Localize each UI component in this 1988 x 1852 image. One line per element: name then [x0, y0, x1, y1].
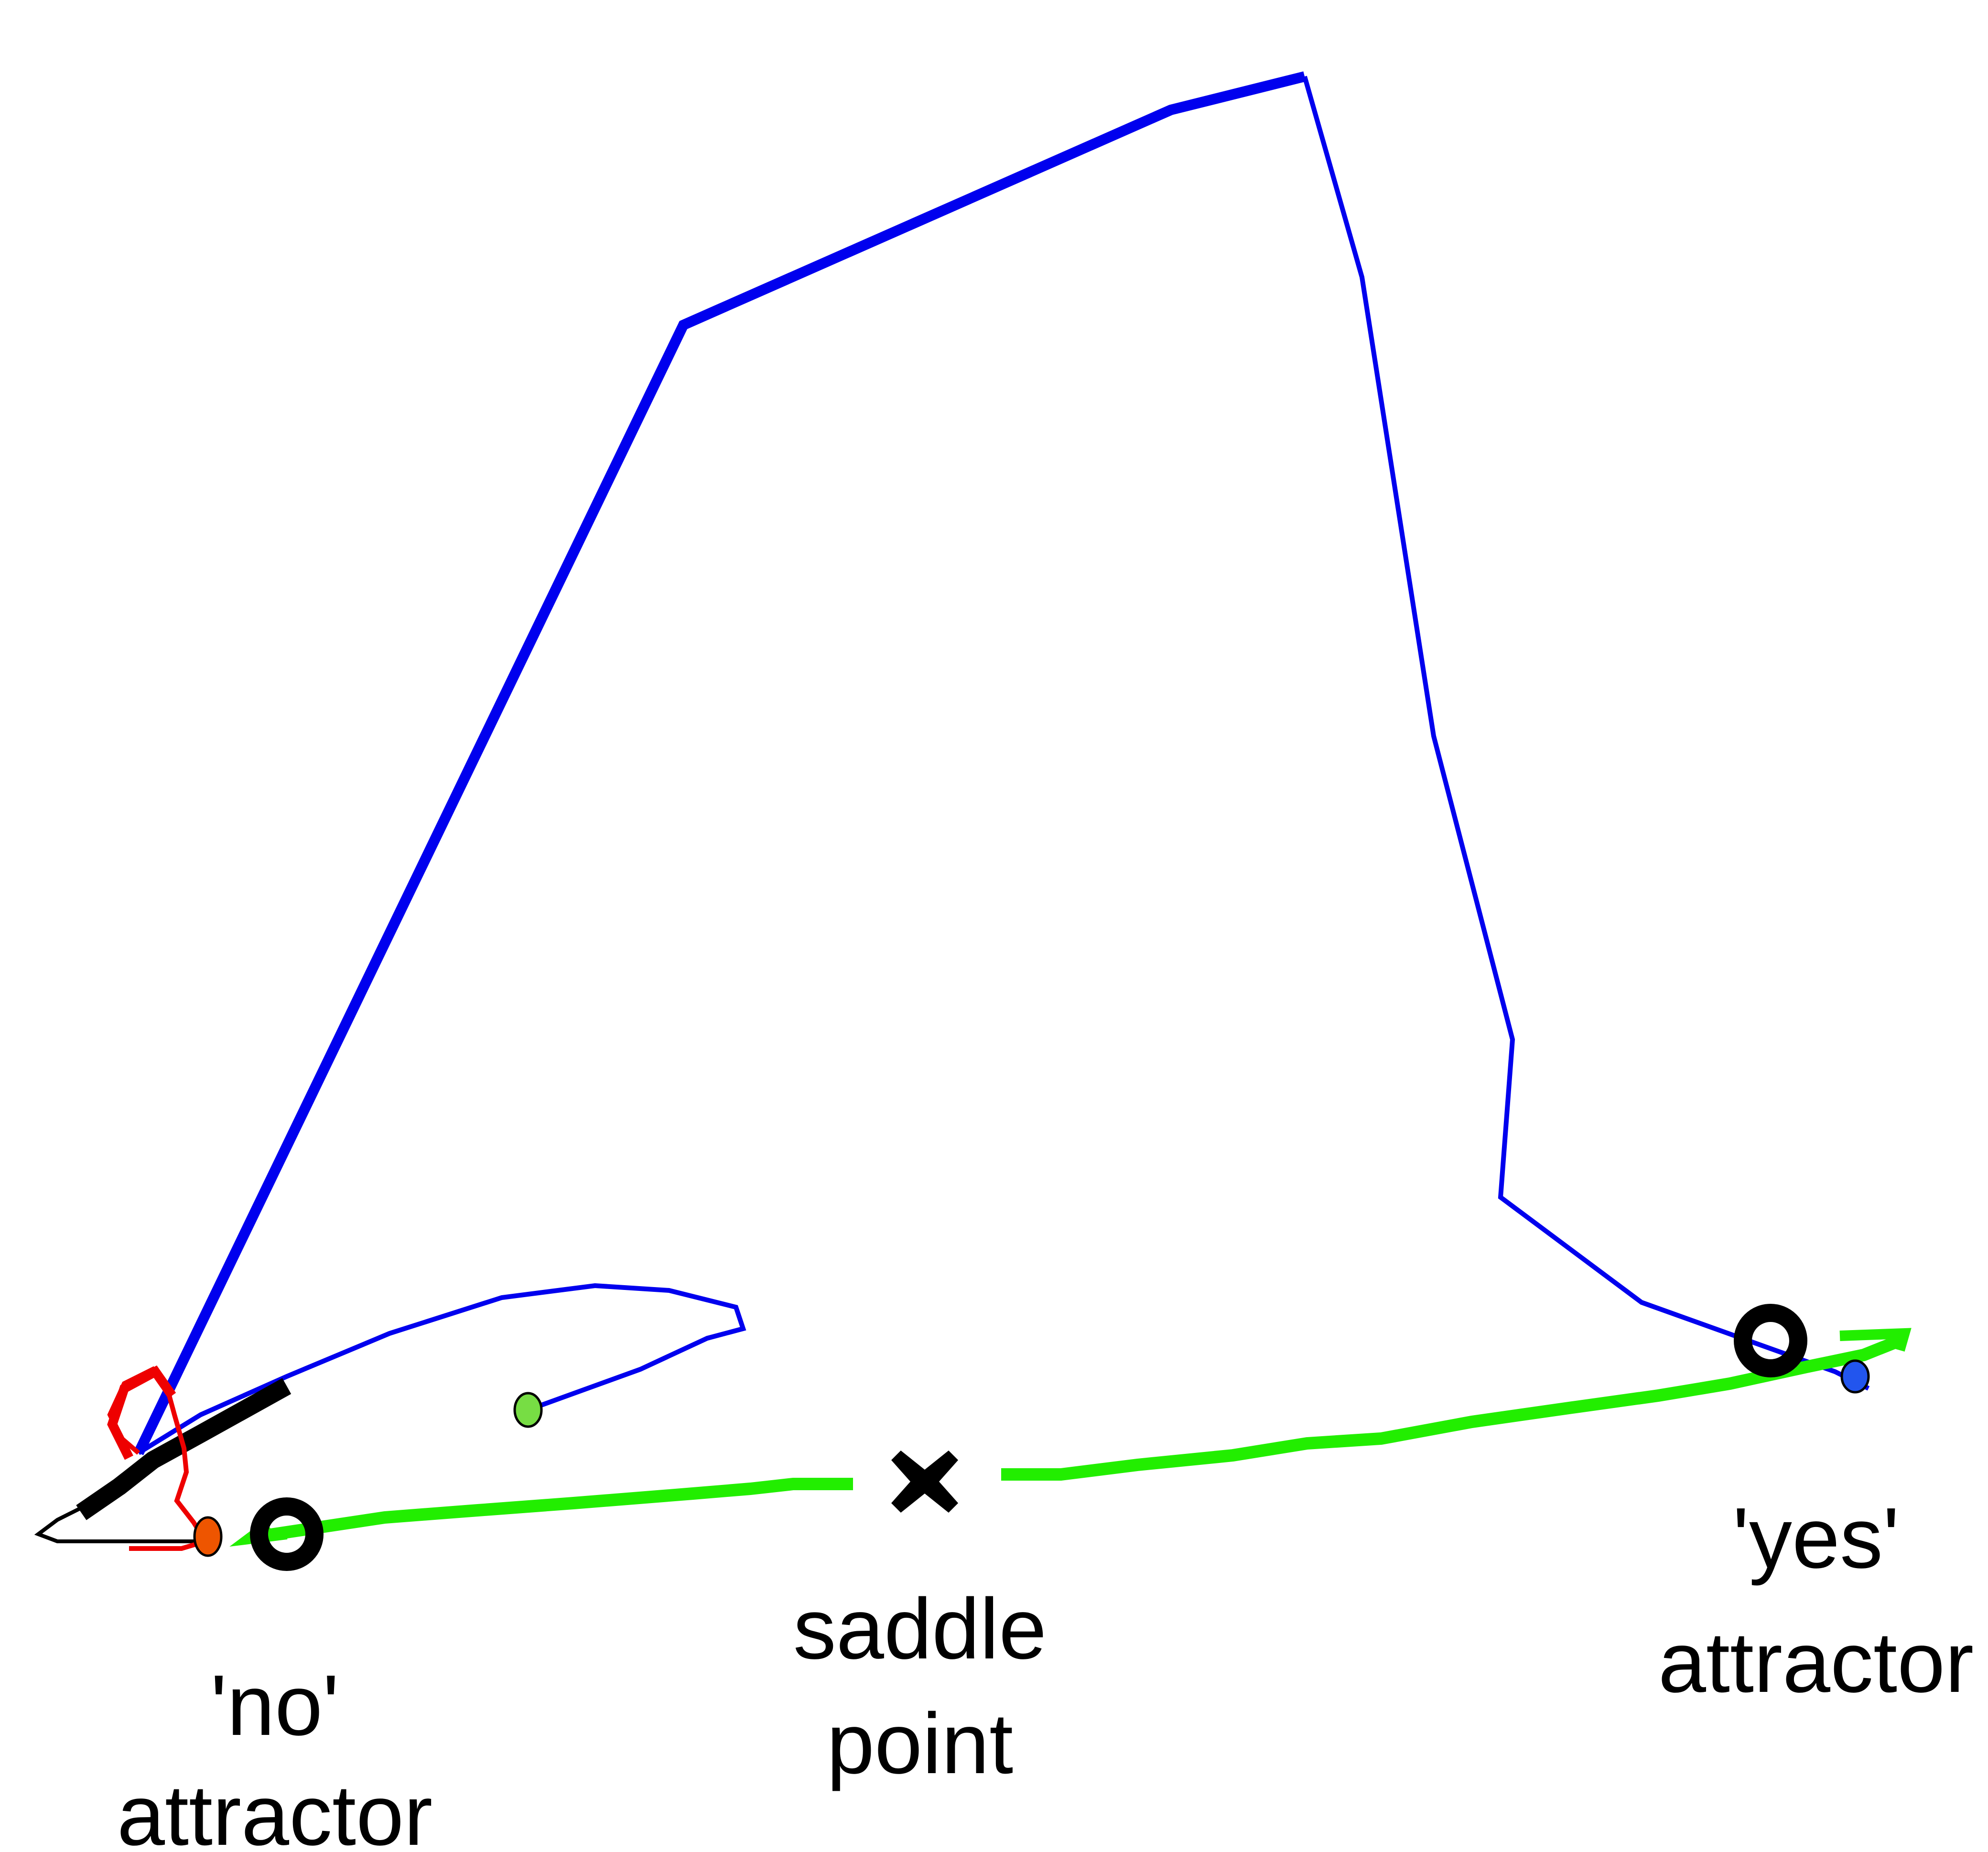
blue-trajectory-short: [137, 1283, 746, 1455]
green-trajectory-left: [257, 1478, 853, 1543]
green-trajectory-arrow-right: [1839, 1328, 1912, 1352]
saddle-point-label-line2: point: [827, 1696, 1013, 1792]
blue-start-point: [1840, 1359, 1870, 1394]
orange-start-point: [193, 1516, 223, 1557]
green-trajectory-right: [1001, 1334, 1902, 1481]
no-attractor-label-line1: 'no': [211, 1657, 339, 1754]
saddle-point-label-line1: saddle: [793, 1581, 1047, 1677]
saddle-point-cross-icon: [891, 1451, 958, 1513]
black-trajectory-thin: [34, 1432, 202, 1543]
blue-trajectory-thick: [134, 71, 1306, 1455]
yes-attractor-label-line1: 'yes': [1733, 1490, 1900, 1586]
green-start-point: [513, 1392, 543, 1428]
yes-attractor-ring-icon: [1734, 1304, 1807, 1377]
no-attractor-label-line2: attractor: [117, 1767, 432, 1852]
red-loop-thick: [107, 1365, 176, 1460]
blue-trajectory-thin: [1302, 76, 1870, 1391]
yes-attractor-label-line2: attractor: [1658, 1614, 1974, 1711]
no-attractor-ring-icon: [250, 1497, 324, 1571]
